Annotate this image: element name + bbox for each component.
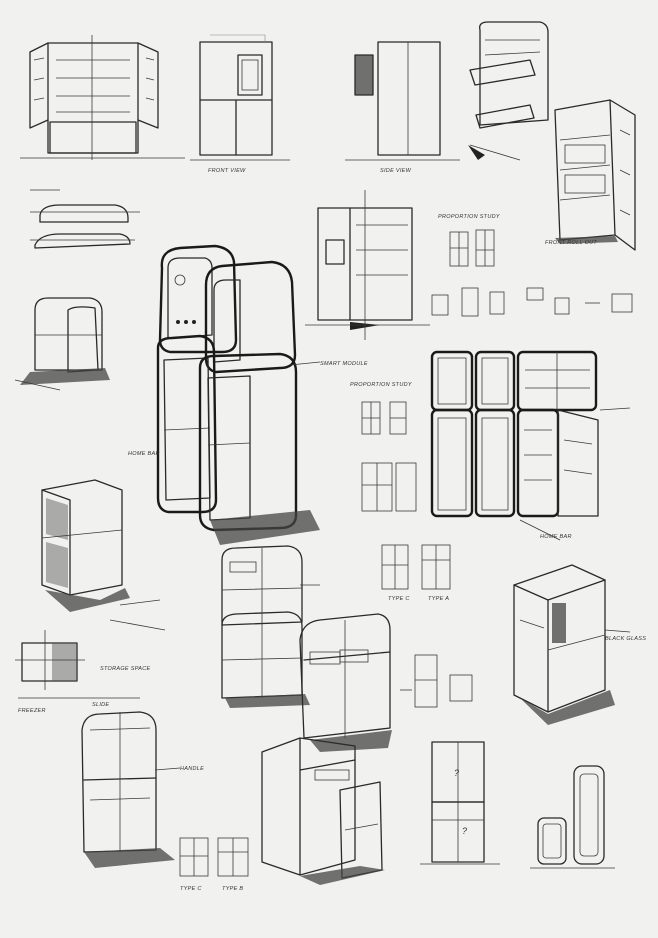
fridge-sketch-modular-wall bbox=[430, 350, 631, 541]
type-c-label: TYPE C bbox=[388, 596, 410, 602]
front-roll-out-label: FRONT ROLL OUT bbox=[545, 240, 597, 246]
fridge-sketch-door-open-right: FRONT ROLL OUT bbox=[545, 99, 636, 251]
home-bar-label: HOME BAR bbox=[128, 451, 160, 457]
fridge-sketch-hatched-stack bbox=[41, 479, 166, 631]
question-mark-modules: ? ? bbox=[420, 741, 500, 865]
fridge-sketch-tall-rounded: HANDLE bbox=[81, 711, 204, 868]
freezer-label: FREEZER bbox=[18, 708, 46, 714]
fridge-sketch-rounded-small bbox=[14, 297, 110, 391]
question-mark-bottom: ? bbox=[462, 826, 467, 836]
type-grid-sketches: TYPE C TYPE A bbox=[381, 544, 473, 708]
type-c-bottom-label: TYPE C bbox=[180, 886, 202, 892]
storage-space-diagram: STORAGE SPACE FREEZER SLIDE bbox=[15, 630, 150, 714]
fridge-sketch-front-view: FRONT VIEW bbox=[190, 34, 290, 174]
question-mark-top: ? bbox=[454, 768, 459, 778]
fridge-sketch-slim-tall bbox=[530, 765, 615, 869]
fridge-sketch-open-shelves bbox=[468, 21, 549, 161]
fridge-sketch-black-glass: BLACK GLASS bbox=[513, 564, 646, 725]
handle-label: HANDLE bbox=[180, 766, 204, 772]
slide-label: SLIDE bbox=[92, 702, 109, 708]
type-b-bottom-label: TYPE B bbox=[222, 886, 243, 892]
fridge-sketch-open-cabinet bbox=[261, 737, 385, 885]
fridge-sketch-modular-hero bbox=[156, 244, 321, 545]
proportion-study-grid-2: PROPORTION STUDY bbox=[350, 382, 417, 512]
type-grid-bottom: TYPE C TYPE B bbox=[179, 837, 249, 892]
smart-module-label: SMART MODULE bbox=[320, 361, 368, 367]
proportion-study-grid-1: PROPORTION STUDY bbox=[431, 214, 633, 317]
home-bar-label-2: HOME BAR bbox=[540, 534, 572, 540]
fridge-sketch-stacked-modules bbox=[221, 545, 320, 708]
fridge-sketch-french-door-open bbox=[20, 35, 185, 160]
front-view-label: FRONT VIEW bbox=[208, 168, 246, 174]
storage-space-label: STORAGE SPACE bbox=[100, 666, 150, 672]
proportion-study-label-2: PROPORTION STUDY bbox=[350, 382, 412, 388]
type-a-label: TYPE A bbox=[428, 596, 449, 602]
fridge-sketch-smart-panel bbox=[299, 613, 392, 752]
proportion-study-label-1: PROPORTION STUDY bbox=[438, 214, 500, 220]
black-glass-label: BLACK GLASS bbox=[605, 636, 646, 642]
fridge-sketch-side-view: SIDE VIEW bbox=[345, 41, 460, 174]
side-view-label: SIDE VIEW bbox=[380, 168, 412, 174]
handle-profile-sketches bbox=[30, 189, 140, 249]
fridge-sketch-side-by-side bbox=[305, 190, 430, 340]
